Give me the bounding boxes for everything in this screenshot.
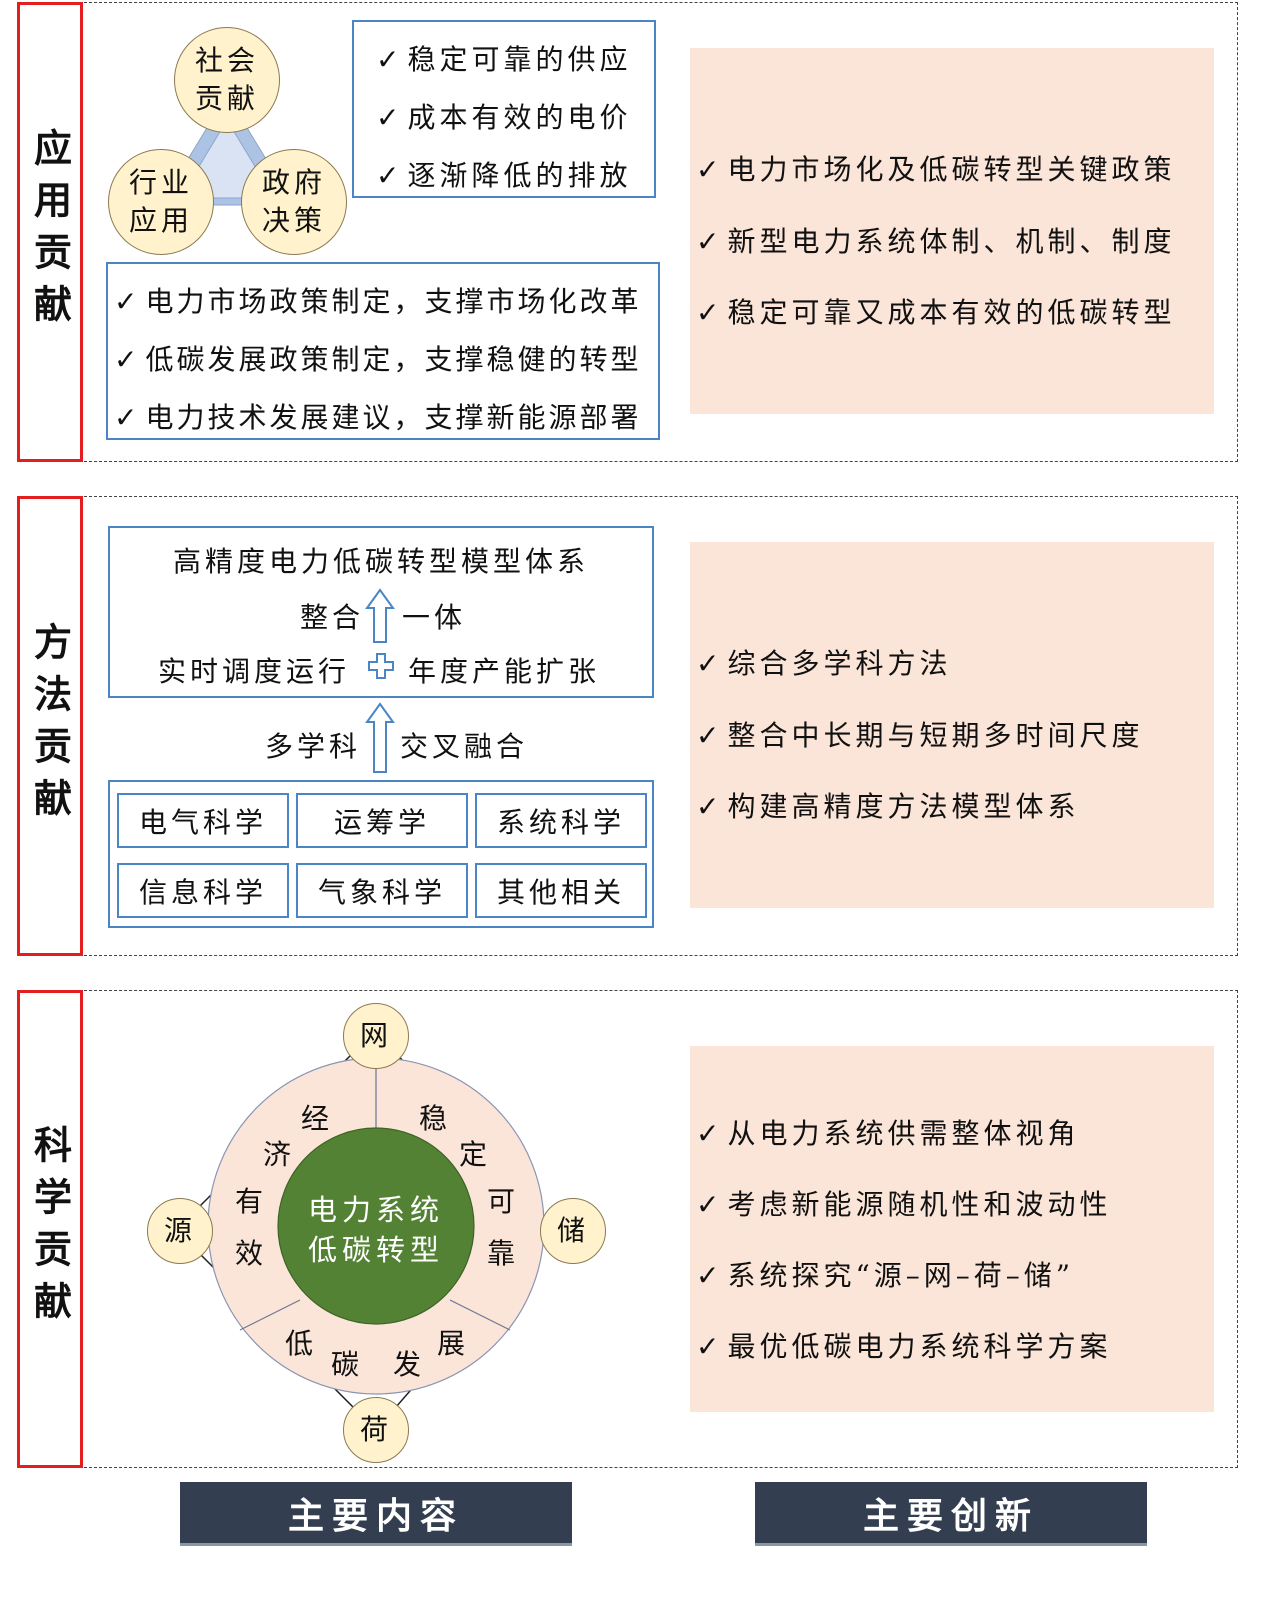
node-industry-text: 行业 应用 (128, 166, 193, 237)
side-label-application: 应用贡献 (17, 2, 83, 462)
ring-char-stable: 定 (458, 1138, 487, 1171)
check-icon: ✓ (696, 225, 720, 258)
check-icon: ✓ (696, 1188, 720, 1221)
check-icon: ✓ (114, 401, 138, 434)
innovation-panel-method: ✓综合多学科方法 ✓整合中长期与短期多时间尺度 ✓构建高精度方法模型体系 (690, 542, 1214, 908)
cross-fusion-label: 交叉融合 (400, 730, 529, 763)
ring-char-lowcarbon: 发 (392, 1348, 421, 1381)
support-item: ✓电力技术发展建议，支撑新能源部署 (114, 401, 642, 434)
discipline-cell: 气象科学 (296, 863, 468, 918)
ring-char-economic: 有 (234, 1185, 263, 1218)
check-icon: ✓ (696, 153, 720, 186)
goal-item: ✓逐渐降低的排放 (376, 159, 632, 192)
plus-icon (368, 653, 394, 679)
ring-divider (239, 1299, 301, 1331)
node-social-text: 社会 贡献 (194, 44, 259, 115)
innovation-item: ✓考虑新能源随机性和波动性 (696, 1188, 1112, 1221)
ring-char-lowcarbon: 展 (436, 1327, 465, 1360)
innovation-item: ✓系统探究“源–网–荷–储” (696, 1259, 1075, 1292)
model-system-box: 高精度电力低碳转型模型体系 整合 一体 实时调度运行 年度产能扩张 (108, 526, 654, 698)
section-application-frame (84, 2, 1238, 462)
node-government-decision: 政府 决策 (241, 149, 347, 255)
innovation-panel-application: ✓电力市场化及低碳转型关键政策 ✓新型电力系统体制、机制、制度 ✓稳定可靠又成本… (690, 48, 1214, 414)
check-icon: ✓ (376, 43, 400, 76)
support-item: ✓电力市场政策制定，支撑市场化改革 (114, 285, 642, 318)
realtime-label: 实时调度运行 (158, 655, 351, 688)
node-government-text: 政府 决策 (261, 166, 326, 237)
node-source: 源 (147, 1198, 213, 1264)
core-line-1: 电力系统 (307, 1193, 444, 1227)
node-grid: 网 (343, 1003, 409, 1069)
ring-char-stable: 可 (486, 1185, 515, 1218)
integrate-right-label: 一体 (402, 601, 467, 634)
section-method-frame (84, 496, 1238, 956)
node-storage: 储 (540, 1198, 606, 1264)
annual-label: 年度产能扩张 (408, 655, 601, 688)
side-label-method: 方法贡献 (17, 496, 83, 956)
core-label: 电力系统 低碳转型 (276, 1190, 476, 1270)
node-industry-application: 行业 应用 (108, 149, 214, 255)
check-icon: ✓ (696, 1117, 720, 1150)
check-icon: ✓ (376, 101, 400, 134)
arrow-up-icon (365, 702, 395, 773)
discipline-cell: 信息科学 (117, 863, 289, 918)
check-icon: ✓ (114, 285, 138, 318)
goals-box: ✓稳定可靠的供应 ✓成本有效的电价 ✓逐渐降低的排放 (352, 20, 656, 198)
innovation-item: ✓最优低碳电力系统科学方案 (696, 1330, 1112, 1363)
ring-char-lowcarbon: 低 (284, 1327, 313, 1360)
check-icon: ✓ (696, 296, 720, 329)
ring-char-stable: 稳 (418, 1102, 447, 1135)
innovation-item: ✓稳定可靠又成本有效的低碳转型 (696, 296, 1176, 329)
core-circle (277, 1127, 475, 1325)
check-icon: ✓ (696, 790, 720, 823)
node-social-contribution: 社会 贡献 (174, 27, 280, 133)
supports-box: ✓电力市场政策制定，支撑市场化改革 ✓低碳发展政策制定，支撑稳健的转型 ✓电力技… (106, 262, 660, 440)
ring-char-lowcarbon: 碳 (330, 1348, 359, 1381)
innovation-panel-science: ✓从电力系统供需整体视角 ✓考虑新能源随机性和波动性 ✓系统探究“源–网–荷–储… (690, 1046, 1214, 1412)
side-label-text: 方法贡献 (27, 622, 73, 830)
discipline-cell: 其他相关 (475, 863, 647, 918)
check-icon: ✓ (696, 719, 720, 752)
side-label-text: 科学贡献 (27, 1125, 73, 1333)
ring-char-economic: 效 (234, 1237, 263, 1270)
innovation-item: ✓电力市场化及低碳转型关键政策 (696, 153, 1176, 186)
integrate-left-label: 整合 (300, 601, 365, 634)
check-icon: ✓ (696, 1330, 720, 1363)
node-load: 荷 (343, 1397, 409, 1463)
core-line-2: 低碳转型 (307, 1233, 444, 1267)
main-innovation-label: 主要创新 (755, 1482, 1147, 1546)
check-icon: ✓ (114, 343, 138, 376)
model-title: 高精度电力低碳转型模型体系 (172, 545, 589, 578)
multi-discipline-label: 多学科 (265, 730, 362, 763)
ring-char-economic: 经 (300, 1102, 329, 1135)
side-label-text: 应用贡献 (27, 128, 73, 336)
innovation-item: ✓综合多学科方法 (696, 647, 952, 680)
main-content-label: 主要内容 (180, 1482, 572, 1546)
innovation-item: ✓构建高精度方法模型体系 (696, 790, 1080, 823)
ring-char-stable: 靠 (486, 1237, 515, 1270)
source-grid-load-storage-diagram (174, 1028, 551, 1432)
section-science-frame (84, 990, 1238, 1468)
arrow-up-icon (365, 588, 395, 643)
check-icon: ✓ (696, 1259, 720, 1292)
support-item: ✓低碳发展政策制定，支撑稳健的转型 (114, 343, 642, 376)
discipline-cell: 电气科学 (117, 793, 289, 848)
innovation-item: ✓整合中长期与短期多时间尺度 (696, 719, 1144, 752)
discipline-cell: 系统科学 (475, 793, 647, 848)
innovation-item: ✓新型电力系统体制、机制、制度 (696, 225, 1176, 258)
side-label-science: 科学贡献 (17, 990, 83, 1468)
innovation-item: ✓从电力系统供需整体视角 (696, 1117, 1080, 1150)
check-icon: ✓ (376, 159, 400, 192)
discipline-cell: 运筹学 (296, 793, 468, 848)
goal-item: ✓稳定可靠的供应 (376, 43, 632, 76)
ring-char-economic: 济 (262, 1138, 291, 1171)
ring-divider (449, 1299, 511, 1331)
check-icon: ✓ (696, 647, 720, 680)
goal-item: ✓成本有效的电价 (376, 101, 632, 134)
disciplines-box: 电气科学 运筹学 系统科学 信息科学 气象科学 其他相关 (108, 780, 654, 928)
